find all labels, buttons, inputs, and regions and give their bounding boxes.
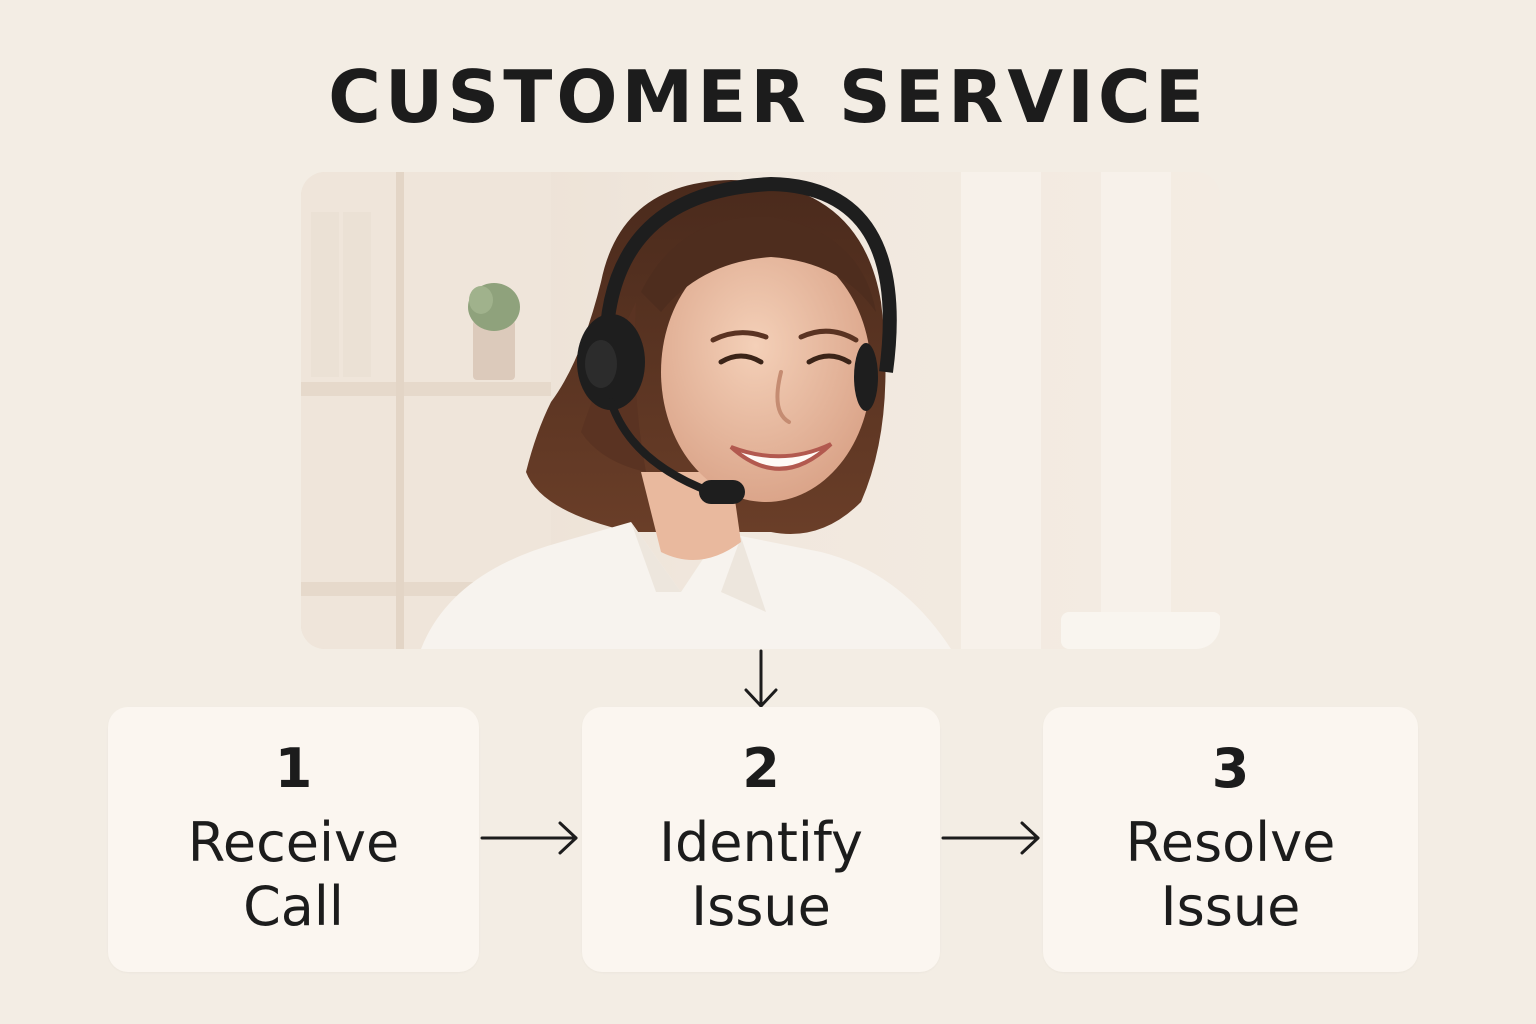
step-box-identify-issue: 2 Identify Issue — [582, 707, 940, 972]
step-label-line1: Receive — [187, 811, 400, 874]
step-label: Identify Issue — [582, 811, 940, 939]
step-number: 3 — [1211, 737, 1250, 800]
agent-illustration — [301, 172, 1220, 649]
step-label-line2: Issue — [1160, 875, 1301, 938]
step-number: 2 — [742, 737, 780, 800]
step-box-receive-call: 1 Receive Call — [108, 707, 479, 972]
step-label: Receive Call — [108, 811, 479, 939]
step-label-line1: Identify — [659, 811, 863, 874]
step-label-line2: Issue — [691, 875, 831, 938]
step-label: Resolve Issue — [1043, 811, 1418, 939]
step-label-line1: Resolve — [1125, 811, 1336, 874]
step-label-line2: Call — [243, 875, 344, 938]
step-box-resolve-issue: 3 Resolve Issue — [1043, 707, 1418, 972]
agent-photo — [301, 172, 1220, 649]
step-number: 1 — [274, 737, 313, 800]
page-title: CUSTOMER SERVICE — [328, 55, 1208, 139]
